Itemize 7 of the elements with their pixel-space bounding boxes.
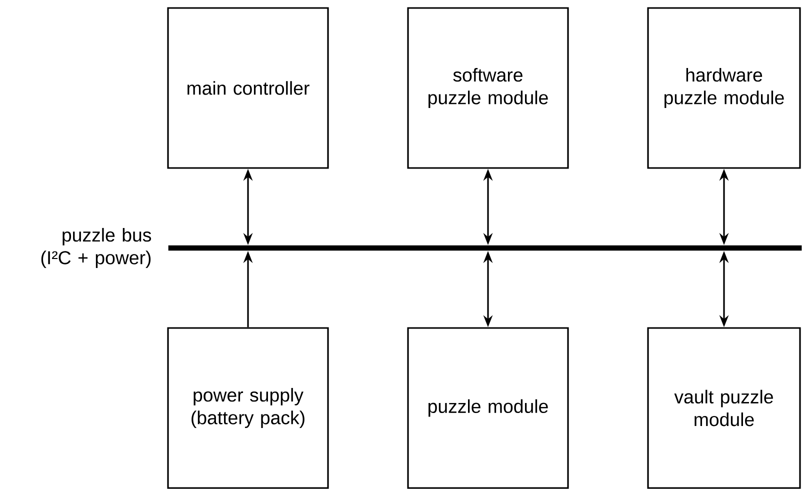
module-box: power supply (battery pack) xyxy=(167,327,329,489)
bus-label: puzzle bus (I²C + power) xyxy=(41,228,152,268)
module-box: software puzzle module xyxy=(407,7,569,169)
module-box: main controller xyxy=(167,7,329,169)
module-box: vault puzzle module xyxy=(647,327,801,489)
module-box: hardware puzzle module xyxy=(647,7,801,169)
module-box: puzzle module xyxy=(407,327,569,489)
